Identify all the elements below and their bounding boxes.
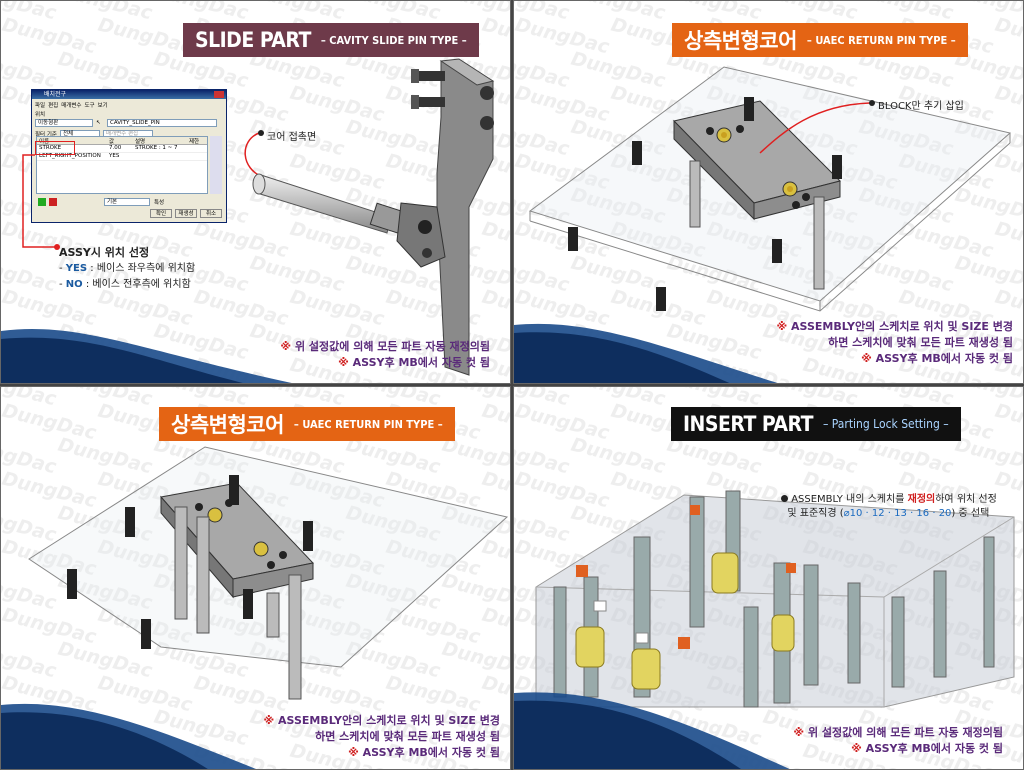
properties-button[interactable]: 특성 (154, 200, 165, 206)
component-select[interactable]: CAVITY_SLIDE_PIN (107, 118, 217, 127)
menu-item[interactable]: 보기 (97, 102, 108, 109)
menu-item[interactable]: 파일 (35, 102, 46, 109)
note-line: ASSEMBLY안의 스케치로 위치 및 SIZE 변경 (791, 320, 1013, 333)
no-description: 베이스 전후측에 위치함 (92, 279, 191, 290)
parameter-dialog: 배치전구 파일 편집 매개변수 도구 보기 위치 이동형판 ↖ CAVITY_S… (31, 89, 227, 223)
regenerate-button[interactable]: 재생성 (175, 209, 197, 218)
note-line: ASSY후 MB에서 자동 컷 됨 (362, 746, 500, 759)
panel-notes: ※ 위 설정값에 의해 모든 파트 자동 재정의됨 ※ ASSY후 MB에서 자… (280, 340, 490, 369)
dialog-menu: 파일 편집 매개변수 도구 보기 (32, 99, 226, 110)
note-line: ASSY후 MB에서 자동 컷 됨 (352, 356, 490, 369)
note-line: ASSY후 MB에서 자동 컷 됨 (865, 742, 1003, 755)
title-sub: UAEC RETURN PIN TYPE (302, 417, 435, 431)
blue-swoosh (514, 692, 790, 769)
selection-highlight (35, 141, 75, 155)
add-icon[interactable] (38, 198, 46, 206)
title-sub: UAEC RETURN PIN TYPE (815, 33, 948, 47)
position-select[interactable]: 이동형판 (35, 118, 93, 127)
table-header: 이름 값 설명 제한 (37, 137, 207, 145)
menu-item[interactable]: 편집 (48, 102, 59, 109)
block-callout: BLOCK만 추기 삽입 (878, 101, 964, 112)
title-main: 상측변형코어 (684, 29, 797, 53)
note-line: 하면 스케치에 맞춰 모든 파트 재생성 됨 (828, 336, 1013, 349)
note-line: 위 설정값에 의해 모든 파트 자동 재정의됨 (807, 726, 1003, 739)
position-label: 위치 (35, 111, 46, 118)
parting-lock-drawing (535, 490, 1015, 708)
panel-title: 상측변형코어 – UAEC RETURN PIN TYPE – (159, 407, 455, 441)
note-line: ASSEMBLY안의 스케치로 위치 및 SIZE 변경 (278, 714, 500, 727)
table-row[interactable]: LEFT_RIGHT_POSITION YES (37, 153, 207, 161)
bottom-select[interactable]: 기본 (104, 198, 150, 206)
panel-title: SLIDE PART – CAVITY SLIDE PIN TYPE – (183, 23, 479, 57)
menu-item[interactable]: 매개변수 (61, 102, 82, 109)
title-main: INSERT PART (683, 412, 813, 436)
scrollbar[interactable] (210, 136, 222, 194)
note-line: 위 설정값에 의해 모든 파트 자동 재정의됨 (294, 340, 490, 353)
filter-label: 필터 기준 (35, 131, 57, 138)
panel-title: INSERT PART – Parting Lock Setting – (671, 407, 961, 441)
cursor-icon: ↖ (96, 119, 101, 126)
return-pin-drawing (514, 66, 1012, 383)
panel-title: 상측변형코어 – UAEC RETURN PIN TYPE – (672, 23, 968, 57)
note-line: 하면 스케치에 맞춰 모든 파트 재생성 됨 (315, 730, 500, 743)
core-contact-callout: 코어 접촉면 (267, 132, 317, 143)
insert-note: ASSEMBLY 내의 스케치를 재정의하여 위치 선정 및 표준직경 (⌀10… (781, 493, 997, 521)
return-pin-exploded-drawing (1, 446, 509, 769)
title-main: 상측변형코어 (171, 413, 284, 437)
panel-notes: ※ 위 설정값에 의해 모든 파트 자동 재정의됨 ※ ASSY후 MB에서 자… (793, 726, 1003, 755)
parameter-table: 이름 값 설명 제한 STROKE 7.00 STROKE : 1 ~ 7 LE… (36, 136, 208, 194)
yes-description: 베이스 좌우측에 위치함 (96, 263, 196, 274)
assy-title: ASSY시 위치 선정 (59, 246, 150, 259)
panel-notes: ※ ASSEMBLY안의 스케치로 위치 및 SIZE 변경 하면 스케치에 맞… (263, 714, 501, 759)
note-line: ASSY후 MB에서 자동 컷 됨 (875, 352, 1013, 365)
remove-icon[interactable] (49, 198, 57, 206)
title-sub: CAVITY SLIDE PIN TYPE (329, 33, 459, 47)
menu-item[interactable]: 도구 (84, 102, 95, 109)
cancel-button[interactable]: 취소 (200, 209, 222, 218)
close-icon[interactable] (214, 91, 224, 98)
table-row[interactable]: STROKE 7.00 STROKE : 1 ~ 7 (37, 145, 207, 153)
slide-part-drawing (252, 58, 495, 376)
blue-swoosh (1, 329, 292, 383)
assy-position-notes: ASSY시 위치 선정 - YES : 베이스 좌우측에 위치함 - NO : … (59, 246, 196, 290)
panel-notes: ※ ASSEMBLY안의 스케치로 위치 및 SIZE 변경 하면 스케치에 맞… (776, 320, 1014, 365)
title-sub: Parting Lock Setting (831, 417, 940, 431)
title-main: SLIDE PART (195, 28, 311, 52)
dialog-titlebar: 배치전구 (32, 90, 226, 99)
ok-button[interactable]: 확인 (150, 209, 172, 218)
